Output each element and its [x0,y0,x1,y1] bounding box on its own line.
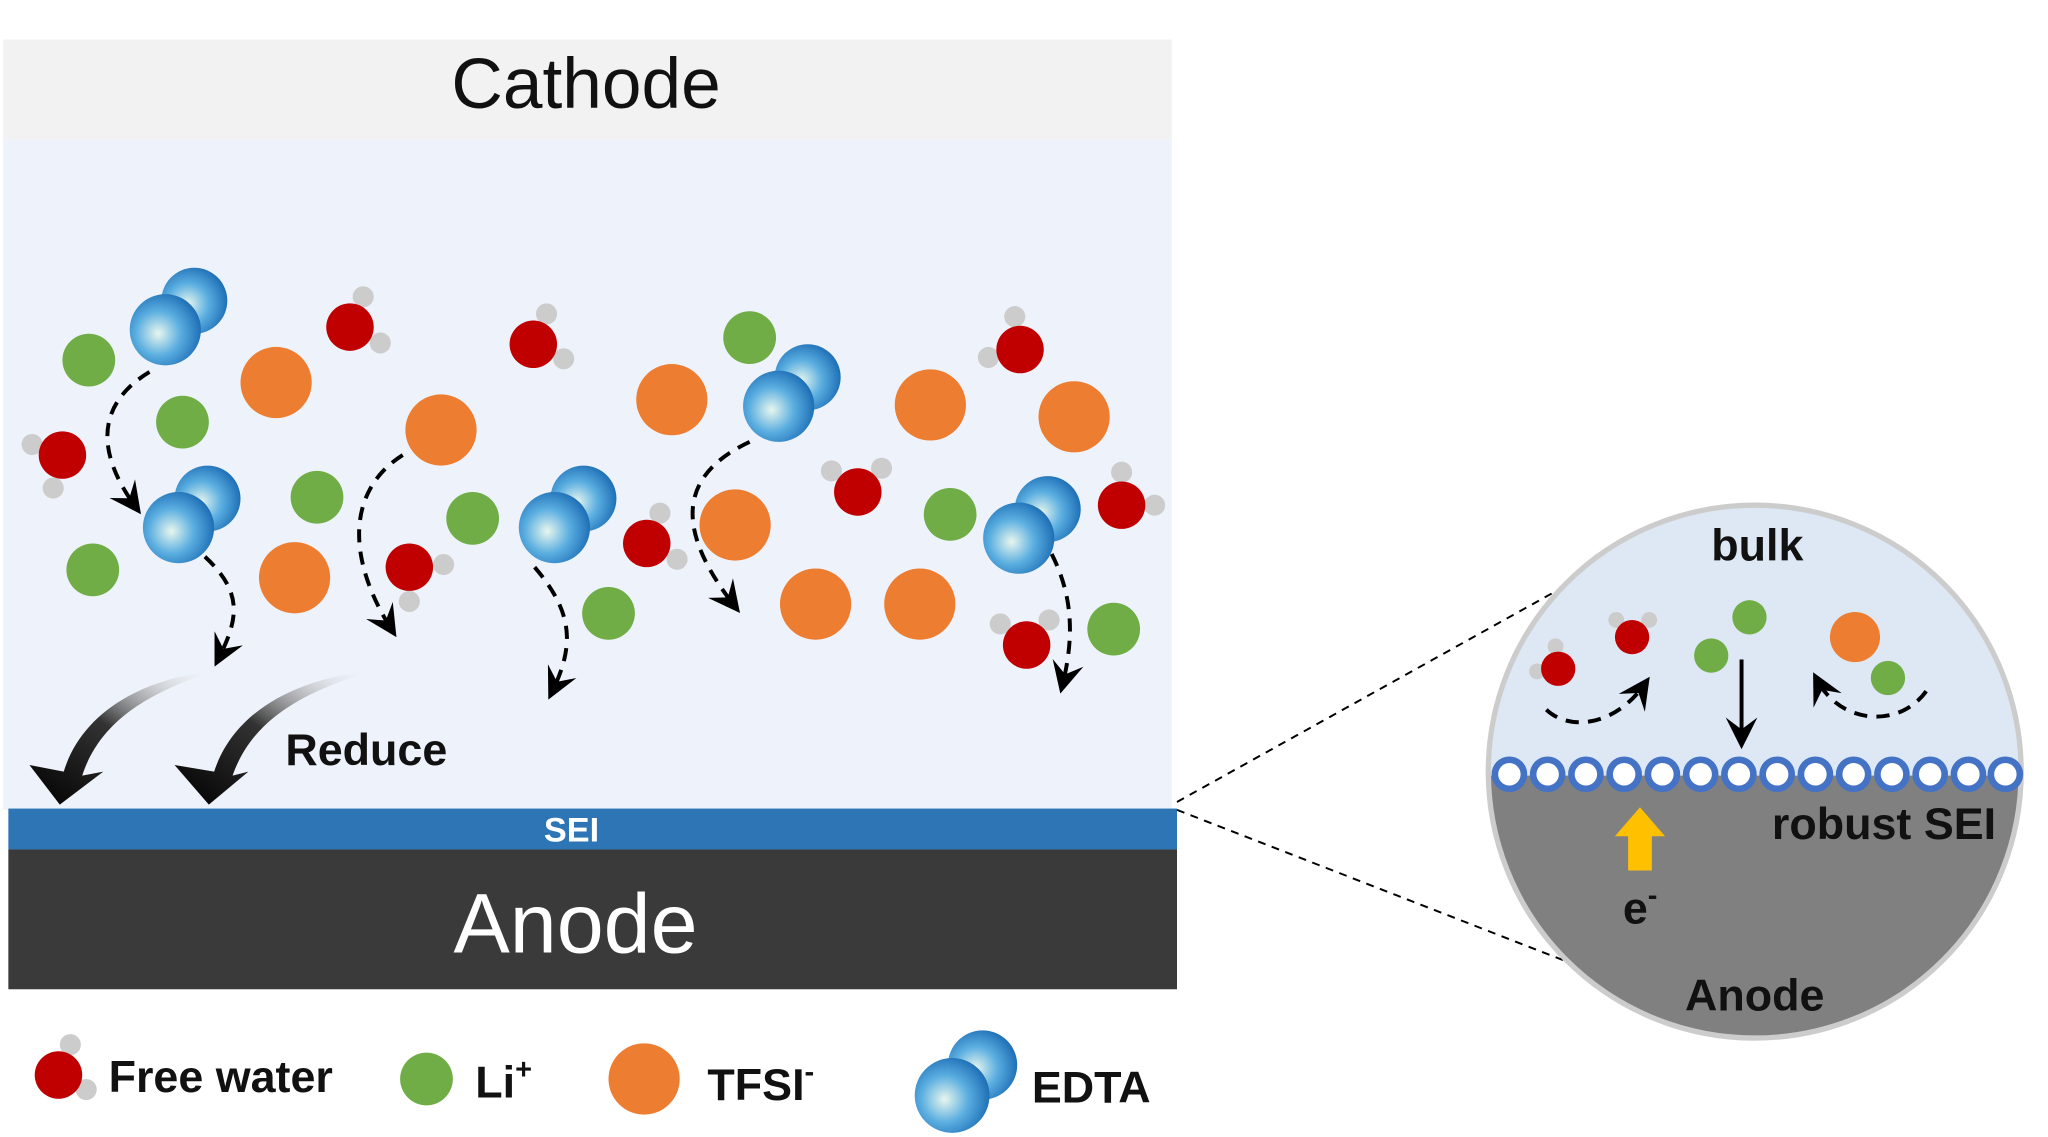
zoom-lines [1176,586,1564,962]
li-ions [62,311,1141,656]
legend-li: Li+ [475,1054,532,1107]
legend-edta-icon [914,1030,1018,1133]
reduce-arrows [29,670,377,805]
inset-anode-label: Anode [1685,969,1824,1020]
water-molecules [21,286,1166,669]
anode-label: Anode [453,876,697,970]
tfsi-anions [240,346,1110,640]
electron-text: e [1623,882,1648,933]
inset-robust-sei-label: robust SEI [1772,798,1996,849]
cathode-label: Cathode [451,45,720,124]
legend-tfsi-charge: - [805,1057,815,1089]
electron-charge: - [1648,880,1658,912]
diffusion-arrows [105,370,1084,700]
inset-bulk-label: bulk [1711,520,1803,571]
reduce-arrow-icon [29,670,219,805]
electron-label: e- [1623,880,1658,933]
legend-free-water: Free water [109,1051,333,1102]
legend-tfsi-icon [608,1043,680,1115]
legend-li-icon [400,1052,453,1106]
reduce-label: Reduce [285,724,447,775]
legend-li-charge: + [515,1054,532,1086]
legend-edta: EDTA [1032,1062,1151,1113]
anode-region [8,849,1178,990]
inset-magnified-view: bulk robust SEI Anode e- [1485,502,2024,1041]
legend: Free water Li+ TFSI- EDTA [34,1030,1151,1133]
robust-sei-chain [1491,756,2024,793]
sei-layer [8,808,1178,850]
sei-label: SEI [544,812,599,850]
legend-li-text: Li [475,1056,515,1107]
reduce-arrow-icon [174,670,377,805]
cathode-region [3,39,1172,140]
legend-water-icon [34,1034,97,1101]
electron-arrow-icon [1614,807,1666,871]
legend-tfsi-text: TFSI [707,1059,804,1110]
legend-tfsi: TFSI- [707,1057,814,1110]
